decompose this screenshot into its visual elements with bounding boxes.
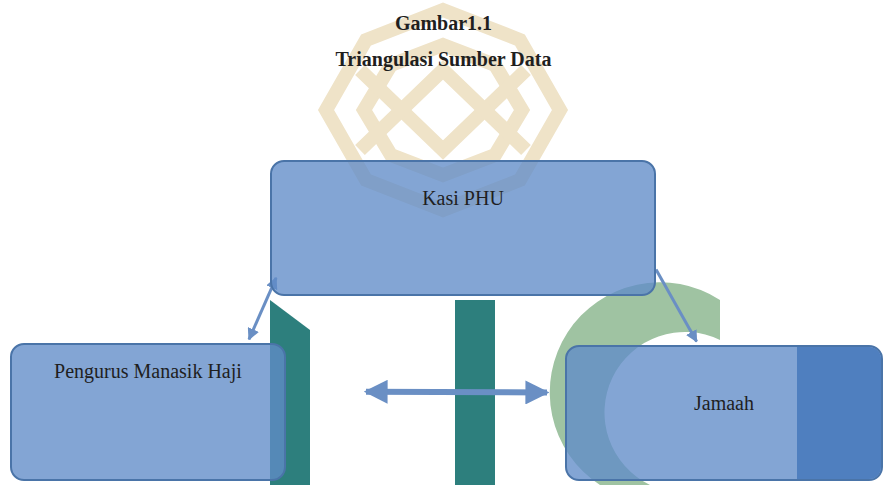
box-label: Jamaah <box>624 391 824 415</box>
box-shade <box>797 347 881 479</box>
connector-arrow <box>656 270 697 342</box>
figure-subtitle: Triangulasi Sumber Data <box>0 48 887 71</box>
process-box: Kasi PHU <box>270 160 656 296</box>
process-box: Jamaah <box>565 345 883 481</box>
connector-arrow <box>366 389 547 396</box>
box-label: Kasi PHU <box>313 186 613 210</box>
process-box: Pengurus Manasik Haji <box>10 343 286 481</box>
box-label: Pengurus Manasik Haji <box>53 359 243 383</box>
figure-title: Gambar1.1 <box>0 12 887 35</box>
